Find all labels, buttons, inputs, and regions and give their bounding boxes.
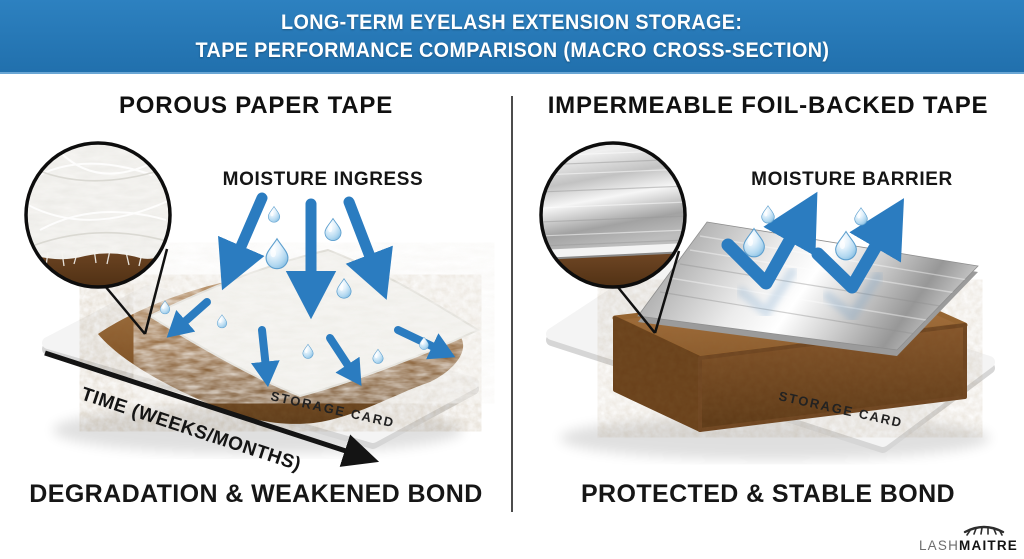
moisture-deflect-arrow-icon <box>811 198 905 294</box>
left-caption: DEGRADATION & WEAKENED BOND <box>29 480 483 508</box>
eyelash-icon <box>963 525 1005 536</box>
brand-wordmark: LASHMAITRE <box>919 538 1018 553</box>
moisture-ingress-label: MOISTURE INGRESS <box>222 169 424 190</box>
right-tape-illustration: STORAGE CARD <box>539 141 995 460</box>
right-panel-title: IMPERMEABLE FOIL-BACKED TAPE <box>512 92 1024 120</box>
water-droplet-icon <box>324 218 342 241</box>
moisture-ingress-arrows <box>218 192 393 320</box>
brand-word-lash: LASH <box>918 538 960 553</box>
brand-logo: LASHMAITRE <box>919 521 1018 553</box>
moisture-deflect-arrows <box>721 191 905 294</box>
moisture-ingress-arrow-icon <box>218 192 268 291</box>
panel-divider <box>511 96 513 512</box>
water-droplet-icon <box>267 206 281 223</box>
water-droplet-icon <box>761 205 775 224</box>
right-title-emphasis: IMPERMEABLE <box>547 92 734 119</box>
moisture-deflect-arrow-icon <box>721 191 818 290</box>
moisture-spread-arrow-icon <box>166 298 211 338</box>
paper-fiber-macro-inset <box>24 141 172 335</box>
water-droplet-icon <box>265 238 289 270</box>
moisture-ingress-arrow-icon <box>343 196 393 300</box>
right-title-rest: FOIL-BACKED TAPE <box>733 92 989 119</box>
moisture-spread-arrow-icon <box>251 326 280 388</box>
moisture-spread-arrow-icon <box>394 326 456 360</box>
adhesive-moisture-arrows <box>166 298 456 388</box>
water-droplet-icon <box>835 230 857 261</box>
header-title-line2: TAPE PERFORMANCE COMPARISON (MACRO CROSS… <box>195 37 829 62</box>
brand-word-maitre: MAITRE <box>959 538 1018 553</box>
moisture-barrier-label: MOISTURE BARRIER <box>751 169 953 190</box>
left-panel-title: POROUS PAPER TAPE <box>118 92 394 119</box>
right-caption: PROTECTED & STABLE BOND <box>580 480 956 508</box>
left-tape-illustration: TIME (WEEKS/MONTHS) STORAGE CARD <box>24 141 481 476</box>
moisture-spread-arrow-icon <box>326 334 362 387</box>
header-banner: LONG-TERM EYELASH EXTENSION STORAGE: TAP… <box>0 0 1024 74</box>
foil-surface-macro-inset <box>539 141 687 334</box>
water-droplet-icon <box>854 207 868 226</box>
header-title-line1: LONG-TERM EYELASH EXTENSION STORAGE: <box>281 9 743 34</box>
